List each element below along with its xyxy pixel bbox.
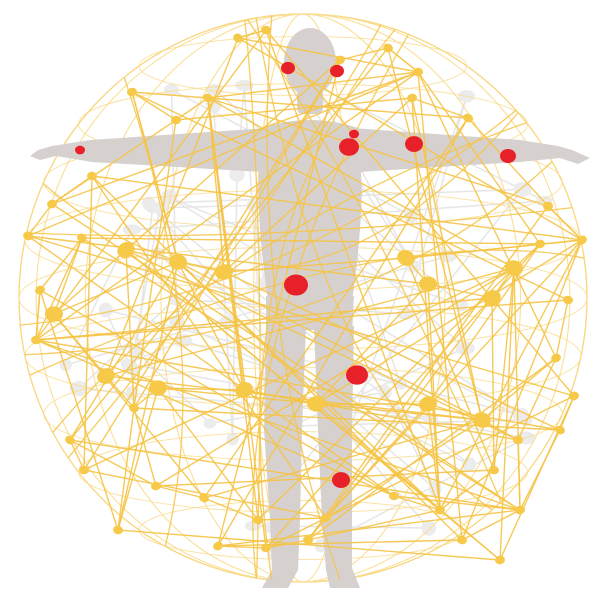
- network-node: [212, 540, 225, 552]
- network-link: [54, 238, 82, 314]
- network-link: [54, 262, 178, 314]
- network-node: [554, 424, 566, 435]
- network-link: [258, 518, 326, 520]
- network-link: [492, 298, 494, 470]
- network-link: [556, 300, 568, 358]
- back-node: [421, 520, 436, 536]
- network-node: [198, 492, 211, 504]
- network-node: [232, 32, 245, 44]
- hotspot-marker: [75, 146, 85, 155]
- hotspot-marker: [330, 65, 344, 77]
- hotspot-marker: [405, 136, 423, 152]
- network-node: [112, 525, 123, 535]
- back-node: [99, 302, 113, 317]
- network-node: [261, 25, 272, 34]
- network-node: [568, 390, 580, 401]
- network-node: [34, 284, 47, 296]
- hotspot-marker: [346, 365, 368, 384]
- network-node: [417, 394, 438, 413]
- network-node: [562, 295, 574, 306]
- back-node: [204, 418, 217, 428]
- hotspot-marker: [349, 130, 359, 139]
- network-link: [134, 408, 156, 486]
- network-node: [22, 230, 35, 242]
- network-link: [52, 176, 92, 204]
- hotspot-marker: [500, 149, 516, 163]
- network-node: [150, 481, 161, 491]
- hotspot-marker: [284, 274, 308, 295]
- back-node: [206, 84, 223, 95]
- network-node: [389, 492, 399, 501]
- network-link: [518, 440, 520, 510]
- hotspot-marker: [332, 472, 350, 488]
- hotspot-marker: [281, 62, 295, 74]
- hotspot-marker: [339, 138, 359, 156]
